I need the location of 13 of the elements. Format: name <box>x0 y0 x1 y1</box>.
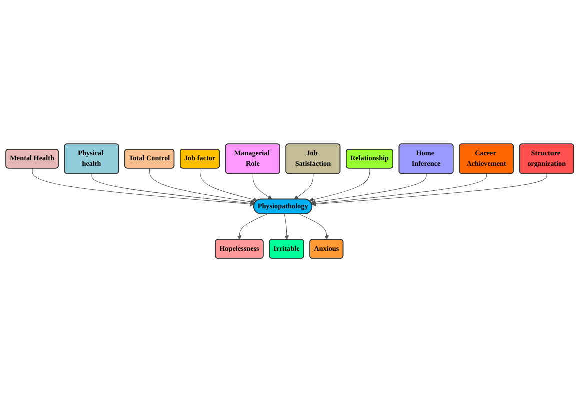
arrow <box>237 214 268 240</box>
arrow <box>32 168 255 207</box>
arrow <box>299 214 330 240</box>
arrow <box>294 174 314 200</box>
arrow <box>311 174 427 205</box>
arrow <box>150 168 256 204</box>
arrow <box>92 174 256 206</box>
arrow <box>309 168 370 202</box>
arrow <box>312 174 488 206</box>
arrow <box>200 168 258 202</box>
arrow <box>312 174 548 207</box>
arrow <box>284 214 290 240</box>
arrow <box>252 174 272 200</box>
